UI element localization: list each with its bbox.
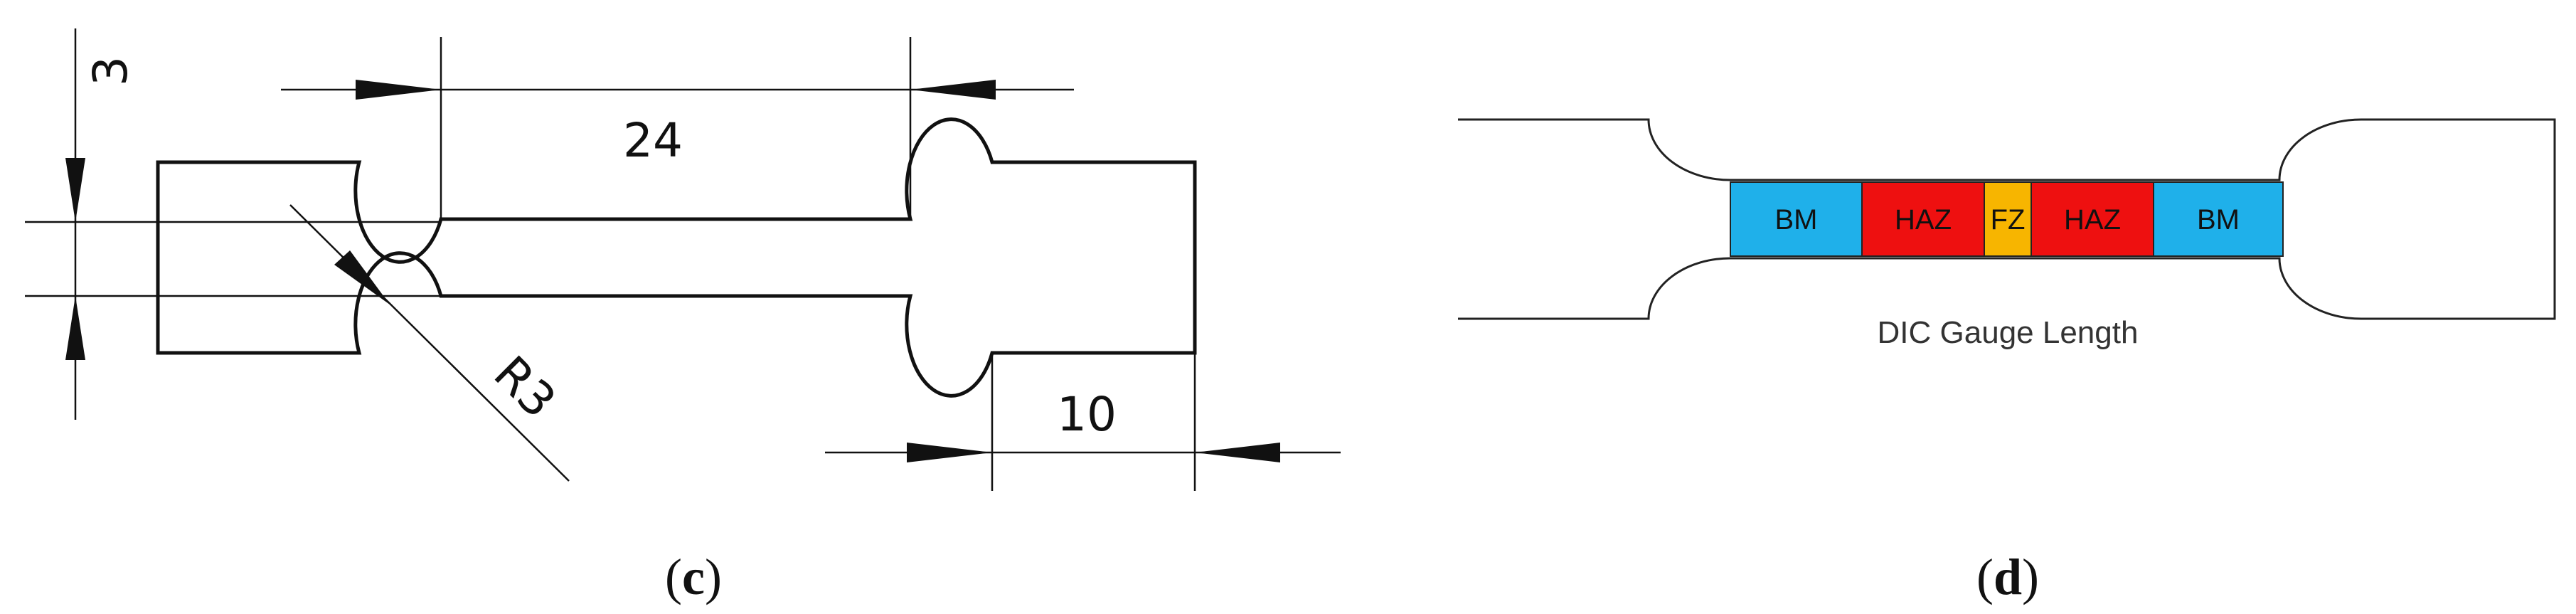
panel-label-d: (d) [1976,549,2039,605]
zone-fz-2 [1984,181,2032,257]
zone-haz-3 [2031,181,2154,257]
zone-label-1: HAZ [1895,204,1952,235]
dic-gauge-caption: DIC Gauge Length [1878,315,2139,350]
dim-label-grip: 10 [1057,387,1117,442]
panel-c-drawing [25,28,1341,491]
zone-bar: BM HAZ FZ HAZ BM [1730,181,2284,257]
zone-label-2: FZ [1991,204,2026,235]
panel-d-drawing [1458,118,2556,320]
dim-label-radius: R3 [484,346,567,429]
zone-label-0: BM [1775,204,1818,235]
arrow-width-bottom [65,296,85,360]
zone-label-4: BM [2197,204,2240,235]
arrow-gauge-right [910,80,996,100]
zone-haz-1 [1861,181,1985,257]
dim-label-width: 3 [83,56,138,86]
arrow-grip-left [907,443,992,462]
dim-label-gauge: 24 [623,113,683,168]
zone-label-3: HAZ [2064,204,2121,235]
arrow-gauge-left [356,80,441,100]
specimen-outline-zoned [1458,118,2556,320]
arrow-width-top [65,158,85,222]
zone-bm-4 [2153,181,2284,257]
arrow-grip-right [1195,443,1280,462]
panel-label-c: (c) [665,549,722,605]
arrow-radius [334,250,390,305]
zone-bm-0 [1730,181,1863,257]
radius-leader [289,204,570,482]
